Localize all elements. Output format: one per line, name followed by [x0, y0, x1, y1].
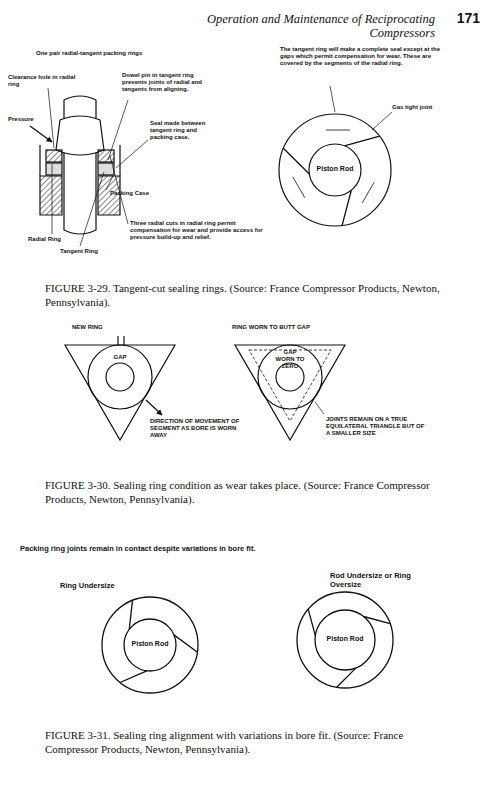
figure-note: One pair radial-tangent packing rings — [36, 50, 216, 57]
part-label: Piston Rod — [124, 640, 176, 648]
part-label: Pressure — [8, 116, 48, 123]
ring-cut — [283, 148, 309, 174]
ring-cut — [308, 609, 315, 635]
tangent-joint — [293, 177, 305, 198]
part-label: Ring Undersize — [60, 582, 150, 591]
note-label: DIRECTION OF MOVEMENT OF SEGMENT AS BORE… — [150, 418, 250, 439]
figure-note: The tangent ring will make a complete se… — [280, 46, 455, 67]
part-label: Piston Rod — [315, 635, 375, 643]
ring-plan — [279, 86, 392, 226]
part-label: Radial Ring — [28, 236, 88, 243]
ring-cut — [364, 617, 390, 624]
part-label: NEW RING — [72, 324, 152, 331]
tangent-joint — [362, 182, 374, 203]
bore-fit-figure — [102, 592, 393, 693]
part-label: Rod Undersize or Ring Oversize — [330, 572, 440, 589]
wear-figure — [65, 336, 345, 440]
part-label: Gas tight joint — [392, 104, 454, 111]
part-label: Tangent Ring — [60, 248, 120, 255]
part-label: Three radial cuts in radial ring permit … — [130, 220, 278, 241]
tangent-joint — [326, 130, 350, 131]
page-number: 171 — [444, 10, 480, 26]
part-label: Clearance hole in radial ring — [8, 74, 78, 88]
part-label: GAP WORN TO ZERO — [274, 349, 306, 370]
part-label: RING WORN TO BUTT GAP — [232, 324, 352, 331]
note-label: JOINTS REMAIN ON A TRUE EQUILATERAL TRIA… — [326, 416, 426, 437]
figure-caption: FIGURE 3-29. Tangent-cut sealing rings. … — [45, 281, 455, 310]
ring-cut — [120, 671, 147, 683]
ring-cut — [342, 190, 351, 225]
ring-cut — [174, 635, 198, 652]
ring-cut — [129, 600, 132, 629]
ring-cut — [344, 136, 379, 146]
figure-caption: FIGURE 3-31. Sealing ring alignment with… — [45, 728, 455, 757]
running-head: Operation and Maintenance of Reciprocati… — [140, 12, 435, 41]
figure-note: Packing ring joints remain in contact de… — [20, 545, 340, 554]
part-label: Dowel pin in tangent ring prevents joint… — [122, 72, 210, 93]
figure-caption: FIGURE 3-30. Sealing ring condition as w… — [45, 478, 455, 507]
part-label: Piston Rod — [308, 165, 362, 173]
part-label: Packing Case — [110, 190, 170, 197]
part-label: GAP — [106, 354, 134, 361]
part-label: Seal made between tangent ring and packi… — [150, 120, 208, 141]
ring-cut — [337, 668, 356, 687]
